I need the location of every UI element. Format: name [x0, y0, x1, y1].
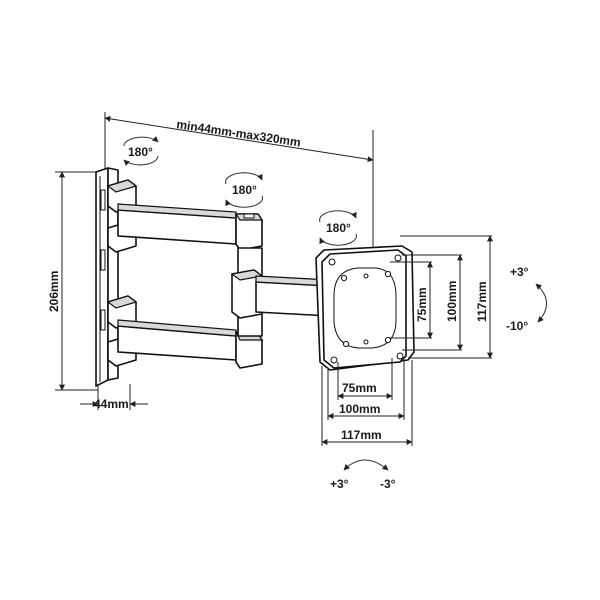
rotation-head-label: 180°: [326, 221, 351, 235]
vesa-75-height-label: 75mm: [415, 287, 429, 322]
middle-link: [230, 247, 264, 337]
swivel-right-label: -3°: [380, 477, 396, 491]
height-dimension: 206mm: [47, 171, 98, 391]
vesa-100-width-label: 100mm: [339, 402, 380, 416]
rotation-wall-label: 180°: [128, 145, 153, 159]
tilt-indicator: +3° -10°: [506, 265, 547, 333]
vesa-width-dimensions: 75mm 100mm 117mm: [321, 358, 413, 446]
depth-label: 44mm: [94, 397, 129, 411]
depth-dimension: 44mm: [80, 384, 148, 411]
height-label: 206mm: [47, 271, 61, 312]
lower-arm: [106, 295, 264, 369]
vesa-100-height-label: 100mm: [445, 281, 459, 322]
vesa-height-dimensions: 75mm 100mm 117mm: [390, 235, 493, 359]
rotation-symbol-middle: 180°: [225, 172, 263, 208]
tilt-down-label: -10°: [506, 319, 528, 333]
plate-117-height-label: 117mm: [475, 281, 489, 322]
tilt-up-label: +3°: [510, 265, 529, 279]
upper-arm: [106, 179, 264, 253]
rotation-middle-label: 180°: [232, 183, 257, 197]
rotation-symbol-wall: 180°: [123, 136, 159, 166]
swivel-indicator: +3° -3°: [330, 459, 396, 491]
extension-label: min44mm-max320mm: [176, 117, 302, 149]
swivel-left-label: +3°: [330, 477, 349, 491]
rotation-symbol-head: 180°: [319, 210, 357, 246]
vesa-75-width-label: 75mm: [342, 381, 377, 395]
vesa-head-plate: [315, 245, 415, 371]
plate-117-width-label: 117mm: [341, 428, 382, 442]
